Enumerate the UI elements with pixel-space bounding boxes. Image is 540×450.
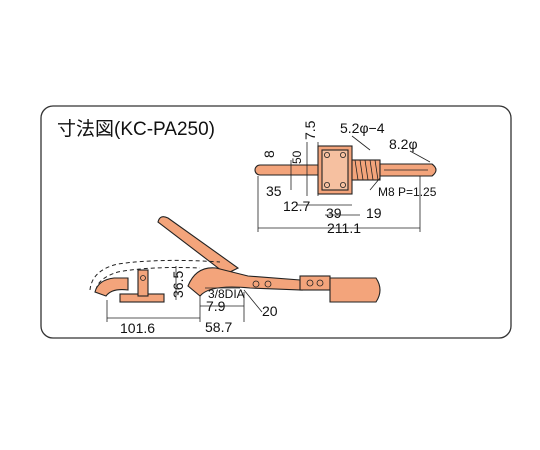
dim-8: 8 [261,150,277,158]
dim-3-8dia: 3/8DIA [208,287,245,301]
side-handle-grip [329,277,381,303]
dim-39: 39 [326,205,342,221]
drawing-frame [40,105,512,339]
dim-50: 50 [290,150,304,164]
dim-211-1: 211.1 [327,220,361,236]
dim-7-5: 7.5 [302,120,318,140]
dim-8-2-phi: 8.2φ [389,136,418,152]
dim-35: 35 [266,183,282,199]
side-view [89,216,381,322]
side-hook-outline [89,259,221,291]
dim-12-7: 12.7 [283,198,310,214]
dim-101-6: 101.6 [120,320,155,336]
dim-5-2-phi-4: 5.2φ−4 [340,120,385,136]
side-hook [94,277,129,297]
side-lever-raised [157,216,240,275]
top-rod [254,164,326,176]
dim-58-7: 58.7 [205,319,232,335]
top-view [254,135,437,232]
dim-36-5: 36.5 [170,271,186,298]
dim-19: 19 [366,205,382,221]
dim-7-9: 7.9 [206,298,226,314]
dim-20: 20 [262,303,278,319]
dim-m8: M8 P=1.25 [378,185,437,199]
drawing-title: 寸法図(KC-PA250) [57,118,215,140]
